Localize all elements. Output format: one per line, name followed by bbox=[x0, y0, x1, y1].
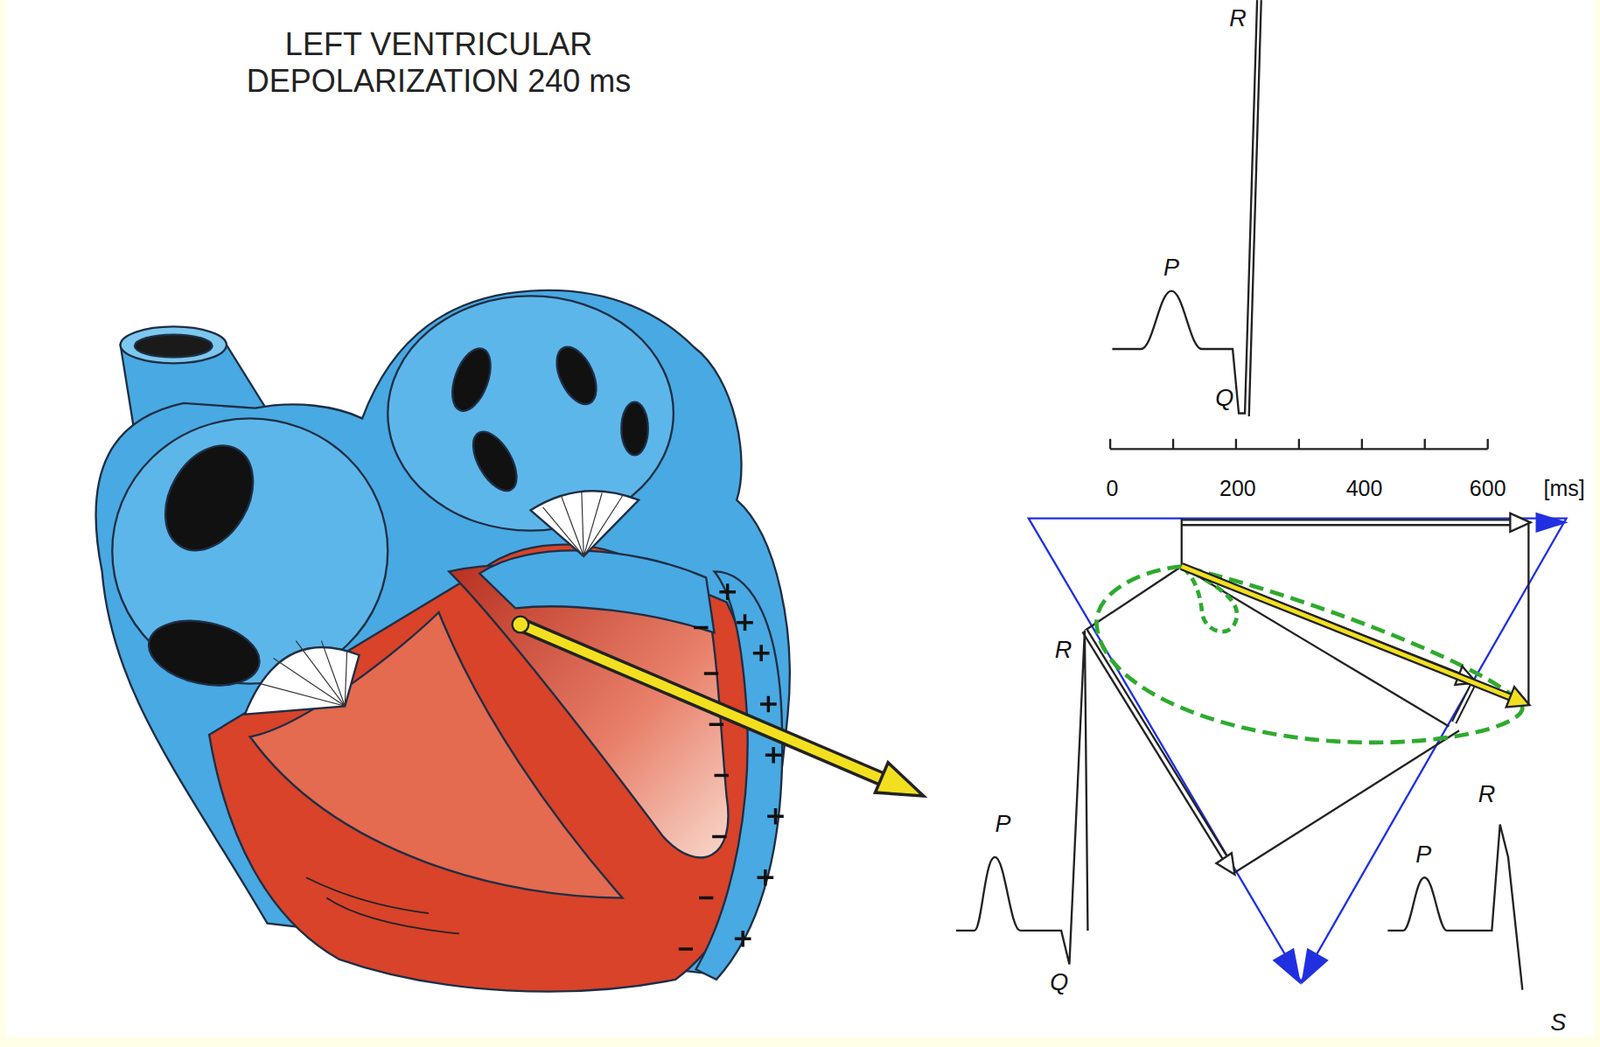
projection-line bbox=[1234, 730, 1460, 873]
ecg-trace bbox=[956, 630, 1088, 965]
mitral-valve bbox=[531, 490, 640, 557]
vector-outline bbox=[1181, 565, 1513, 698]
vector-outline bbox=[520, 624, 887, 781]
aorta-rim bbox=[120, 326, 227, 364]
left-atrium bbox=[387, 295, 674, 531]
valve-chords bbox=[259, 641, 347, 707]
vector-projections bbox=[1084, 513, 1531, 875]
heart-drawing bbox=[96, 290, 790, 993]
lead-arrowhead bbox=[1536, 512, 1569, 533]
axis-ticks bbox=[1110, 439, 1489, 450]
projection-line bbox=[1181, 565, 1450, 727]
vein-opening bbox=[445, 343, 499, 417]
wave-label: R bbox=[1055, 638, 1073, 663]
heading: LEFT VENTRICULAR DEPOLARIZATION 240 ms bbox=[246, 26, 632, 99]
projection-line bbox=[1084, 565, 1182, 630]
unexcited-wall bbox=[696, 571, 783, 980]
lead-arrowhead bbox=[1272, 948, 1302, 986]
vein-opening bbox=[464, 425, 526, 498]
mean-vector bbox=[1181, 565, 1513, 698]
projection-arrow bbox=[1181, 521, 1513, 525]
axis-value: 600 bbox=[1469, 476, 1507, 499]
vector-head bbox=[1506, 686, 1531, 707]
axis-value: [ms] bbox=[1544, 476, 1586, 499]
wave-label: Q bbox=[1215, 385, 1234, 410]
panel-ground bbox=[6, 0, 1594, 1037]
time-axis bbox=[1110, 439, 1489, 450]
ecg-trace bbox=[1111, 0, 1261, 417]
lead-triangle bbox=[1028, 518, 1567, 983]
unexcited-region bbox=[479, 550, 714, 633]
projection-outline bbox=[1453, 681, 1475, 723]
axis-value: 0 bbox=[1105, 476, 1118, 499]
axis-value: 400 bbox=[1346, 476, 1384, 499]
projection-line bbox=[1527, 522, 1530, 705]
ecg-trace bbox=[1387, 824, 1523, 991]
projection-line bbox=[1180, 518, 1183, 567]
ventricles bbox=[209, 544, 762, 993]
valve-chords bbox=[543, 491, 623, 556]
vein-opening bbox=[147, 430, 272, 566]
wave-label: Q bbox=[1049, 971, 1069, 995]
vein-opening bbox=[621, 402, 648, 456]
heart-vector bbox=[512, 616, 924, 797]
projection-arrow bbox=[1084, 630, 1225, 858]
projection-head bbox=[1215, 852, 1235, 874]
wave-label: P bbox=[995, 812, 1012, 837]
vein-opening bbox=[548, 341, 604, 411]
wave-label: R bbox=[1478, 782, 1496, 806]
wave-label: P bbox=[1415, 843, 1432, 867]
plus-signs bbox=[719, 583, 783, 947]
projection-outline bbox=[1084, 630, 1225, 858]
vector-origin bbox=[512, 616, 530, 634]
vector-head bbox=[874, 762, 923, 797]
qrs-loop bbox=[1096, 565, 1523, 742]
wave-label: R bbox=[1229, 6, 1247, 30]
vein-opening bbox=[142, 611, 266, 695]
wave-label: P bbox=[1163, 255, 1180, 280]
minus-signs bbox=[678, 627, 729, 949]
wave-label: S bbox=[1550, 1010, 1566, 1035]
projection-outline bbox=[1181, 518, 1513, 526]
lead-arrowhead bbox=[1300, 948, 1328, 986]
projection-arrow bbox=[1453, 681, 1475, 723]
vector-shaft bbox=[520, 624, 887, 781]
axis-value: 200 bbox=[1219, 476, 1257, 499]
muscle-fibres bbox=[306, 877, 460, 934]
einthoven-triangle bbox=[1028, 512, 1569, 986]
aorta-lumen bbox=[134, 335, 213, 358]
charge-signs bbox=[678, 583, 784, 950]
